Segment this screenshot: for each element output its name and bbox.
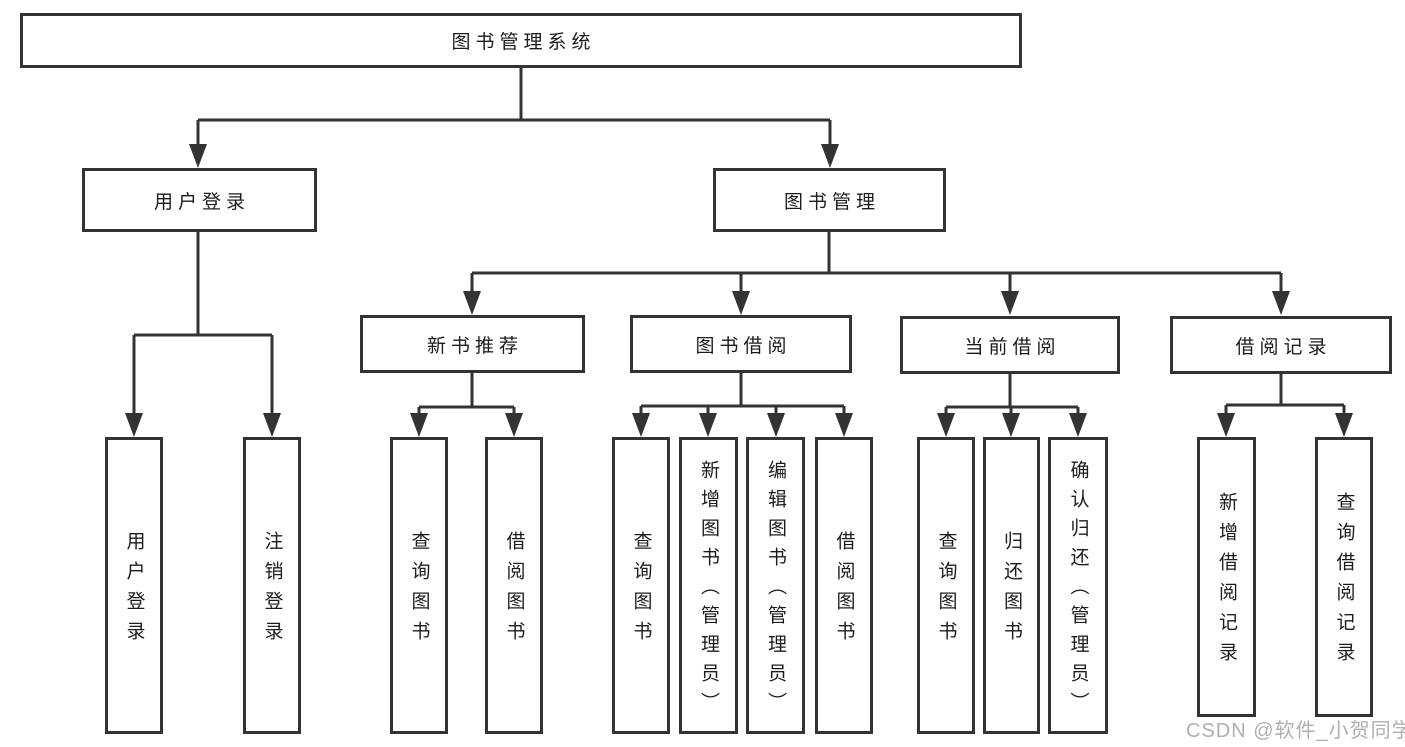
node-current-borrow-label: 当前借阅 bbox=[964, 336, 1061, 358]
leaf-confirm-return-admin: 确认归还（管理员） bbox=[1048, 437, 1108, 734]
leaf-add-borrow-record: 新增借阅记录 bbox=[1197, 437, 1256, 717]
node-book-management: 图书管理 bbox=[713, 168, 946, 232]
node-borrow-records: 借阅记录 bbox=[1170, 316, 1392, 374]
leaf-query-books-borrow-label: 查询图书 bbox=[630, 530, 652, 651]
node-book-borrow: 图书借阅 bbox=[630, 315, 852, 373]
node-borrow-records-label: 借阅记录 bbox=[1235, 336, 1332, 358]
leaf-logout-label: 注销登录 bbox=[261, 530, 283, 651]
leaf-confirm-return-admin-label: 确认归还（管理员） bbox=[1067, 460, 1089, 721]
leaf-query-books-current-label: 查询图书 bbox=[935, 530, 957, 651]
root-node-label: 图书管理系统 bbox=[451, 32, 596, 53]
leaf-borrow-books: 借阅图书 bbox=[815, 437, 873, 734]
leaf-add-borrow-record-label: 新增借阅记录 bbox=[1216, 492, 1237, 672]
leaf-borrow-books-recommend-label: 借阅图书 bbox=[503, 530, 525, 651]
leaf-user-login: 用户登录 bbox=[105, 437, 163, 734]
root-node-library-system: 图书管理系统 bbox=[20, 13, 1022, 68]
leaf-edit-books-admin: 编辑图书（管理员） bbox=[746, 437, 805, 734]
leaf-return-books: 归还图书 bbox=[983, 437, 1040, 734]
leaf-add-books-admin-label: 新增图书（管理员） bbox=[698, 460, 719, 721]
csdn-watermark: CSDN @软件_小贺同学 bbox=[1186, 720, 1405, 742]
node-new-book-recommend: 新书推荐 bbox=[360, 315, 585, 373]
leaf-query-books-current: 查询图书 bbox=[917, 437, 975, 734]
leaf-query-borrow-record: 查询借阅记录 bbox=[1315, 437, 1373, 717]
leaf-query-books-recommend: 查询图书 bbox=[390, 437, 448, 734]
leaf-query-books-recommend-label: 查询图书 bbox=[408, 530, 430, 651]
leaf-edit-books-admin-label: 编辑图书（管理员） bbox=[765, 460, 786, 721]
leaf-query-borrow-record-label: 查询借阅记录 bbox=[1333, 492, 1355, 672]
leaf-logout: 注销登录 bbox=[243, 437, 301, 734]
node-user-login-label: 用户登录 bbox=[153, 191, 250, 213]
node-book-borrow-label: 图书借阅 bbox=[695, 335, 792, 357]
leaf-query-books-borrow: 查询图书 bbox=[612, 437, 670, 734]
leaf-return-books-label: 归还图书 bbox=[1001, 530, 1022, 651]
leaf-add-books-admin: 新增图书（管理员） bbox=[679, 437, 738, 734]
node-current-borrow: 当前借阅 bbox=[900, 316, 1120, 374]
node-book-management-label: 图书管理 bbox=[783, 191, 880, 213]
node-new-book-recommend-label: 新书推荐 bbox=[426, 335, 523, 357]
leaf-borrow-books-label: 借阅图书 bbox=[833, 530, 855, 651]
leaf-user-login-label: 用户登录 bbox=[123, 530, 145, 651]
leaf-borrow-books-recommend: 借阅图书 bbox=[485, 437, 543, 734]
node-user-login: 用户登录 bbox=[82, 168, 317, 232]
